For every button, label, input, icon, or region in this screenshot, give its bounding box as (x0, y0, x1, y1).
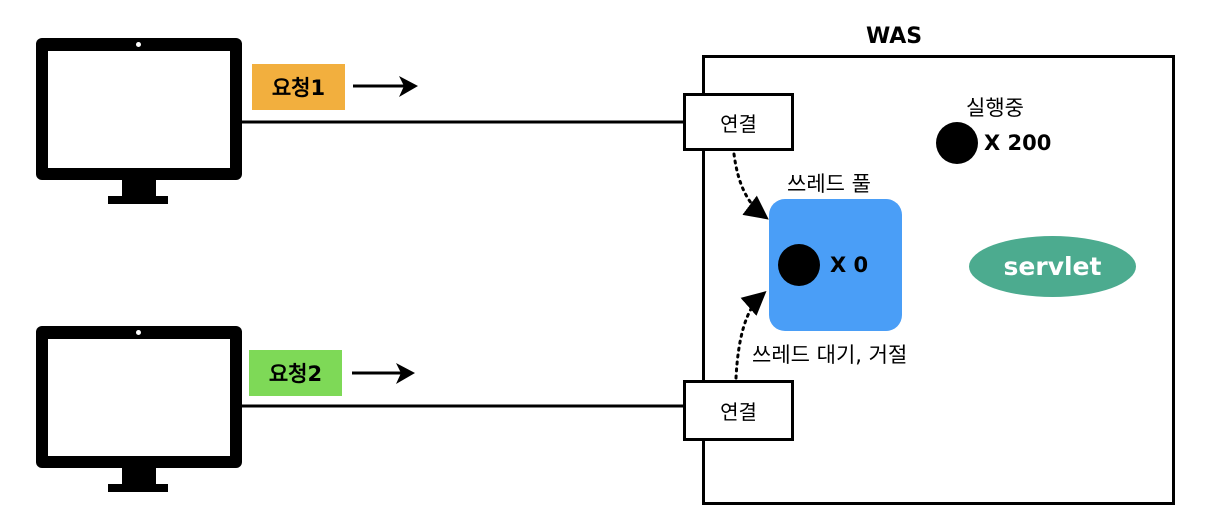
monitor-neck (122, 468, 156, 486)
thread-wait-reject-note: 쓰레드 대기, 거절 (752, 343, 908, 367)
running-thread-icon (936, 122, 978, 164)
thread-pool-count: X 0 (830, 253, 869, 277)
monitor-base (108, 196, 168, 204)
was-container (702, 55, 1175, 505)
camera-dot (136, 42, 141, 47)
dotted-arrow-from-connection-2 (734, 291, 767, 380)
connection-box-2: 연결 (683, 380, 794, 441)
running-count: X 200 (984, 131, 1052, 155)
request-tag-1: 요청1 (252, 64, 345, 110)
dotted-arrow-to-pool (732, 152, 769, 220)
monitor-neck (122, 180, 156, 198)
client-monitor-2 (36, 326, 242, 492)
running-label: 실행중 (966, 96, 1024, 120)
monitor-display (48, 51, 230, 168)
request-arrowhead-2 (396, 363, 415, 384)
monitor-screen (36, 38, 242, 180)
thread-icon (778, 244, 820, 286)
servlet-ellipse: servlet (969, 236, 1136, 297)
request-tag-2: 요청2 (249, 350, 342, 396)
camera-dot (136, 330, 141, 335)
monitor-display (48, 339, 230, 456)
thread-pool-title: 쓰레드 풀 (787, 172, 871, 196)
monitor-base (108, 484, 168, 492)
was-title: WAS (866, 24, 923, 49)
client-monitor-1 (36, 38, 242, 204)
connection-box-1: 연결 (683, 93, 794, 151)
request-arrowhead-1 (399, 76, 418, 97)
monitor-screen (36, 326, 242, 468)
